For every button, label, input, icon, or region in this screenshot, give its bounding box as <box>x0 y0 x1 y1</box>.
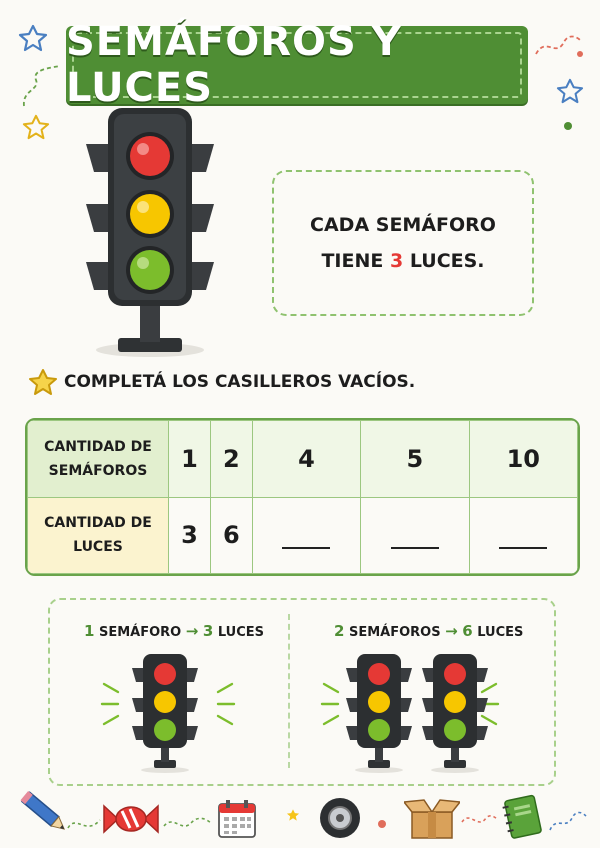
traffic-light-icon <box>86 108 214 357</box>
table-cell: 6 <box>209 496 253 574</box>
swirl-decoration-icon <box>535 35 583 57</box>
pencil-icon <box>20 791 66 830</box>
star-decoration-icon <box>22 114 50 140</box>
glow-rays-icon <box>100 682 236 726</box>
page-title: SEMÁFOROS Y LUCES <box>66 19 402 111</box>
swirl-decoration-icon <box>23 65 61 107</box>
tire-icon <box>320 798 360 838</box>
star-decoration-icon <box>18 24 48 52</box>
star-icon <box>29 369 57 395</box>
star-decoration-icon <box>286 809 300 821</box>
swirl-decoration-icon <box>461 815 499 823</box>
table-cell: 2 <box>209 420 253 498</box>
info-line-2: TIENE 3 LUCES. <box>321 250 485 272</box>
instruction: COMPLETÁ LOS CASILLEROS VACÍOS. <box>28 368 415 396</box>
candy-icon <box>103 804 159 834</box>
swirl-decoration-icon <box>163 817 213 827</box>
dot-decoration-icon <box>564 122 572 130</box>
star-decoration-icon <box>556 78 584 104</box>
table-cell: 10 <box>468 420 578 498</box>
table-cell: 4 <box>251 420 362 498</box>
info-number: 3 <box>389 250 404 272</box>
examples-box: 1 SEMÁFORO → 3 LUCES 2 SEMÁFOROS → 6 LUC… <box>48 598 556 786</box>
traffic-light-icon <box>132 654 198 773</box>
blank-answer-cell[interactable] <box>468 496 578 574</box>
table-cell: 3 <box>168 496 211 574</box>
info-line-1: CADA SEMÁFORO <box>310 214 496 236</box>
swirl-decoration-icon <box>549 811 587 831</box>
notebook-icon <box>502 794 542 839</box>
table-cell: 1 <box>168 420 211 498</box>
blank-answer-cell[interactable] <box>251 496 362 574</box>
example-label-2: 2 SEMÁFOROS → 6 LUCES <box>334 622 524 640</box>
table-cell: 5 <box>360 420 470 498</box>
traffic-light-icon <box>422 654 488 773</box>
dot-decoration-icon <box>378 820 386 828</box>
traffic-light-icon <box>346 654 412 773</box>
calendar-icon <box>218 800 256 838</box>
blank-answer-cell[interactable] <box>360 496 470 574</box>
swirl-decoration-icon <box>67 819 101 829</box>
instruction-text: COMPLETÁ LOS CASILLEROS VACÍOS. <box>64 372 416 392</box>
box-icon <box>404 799 460 839</box>
example-label-1: 1 SEMÁFORO → 3 LUCES <box>84 622 264 640</box>
info-box: CADA SEMÁFORO TIENE 3 LUCES. <box>272 170 534 316</box>
title-banner: SEMÁFOROS Y LUCES <box>66 19 528 111</box>
